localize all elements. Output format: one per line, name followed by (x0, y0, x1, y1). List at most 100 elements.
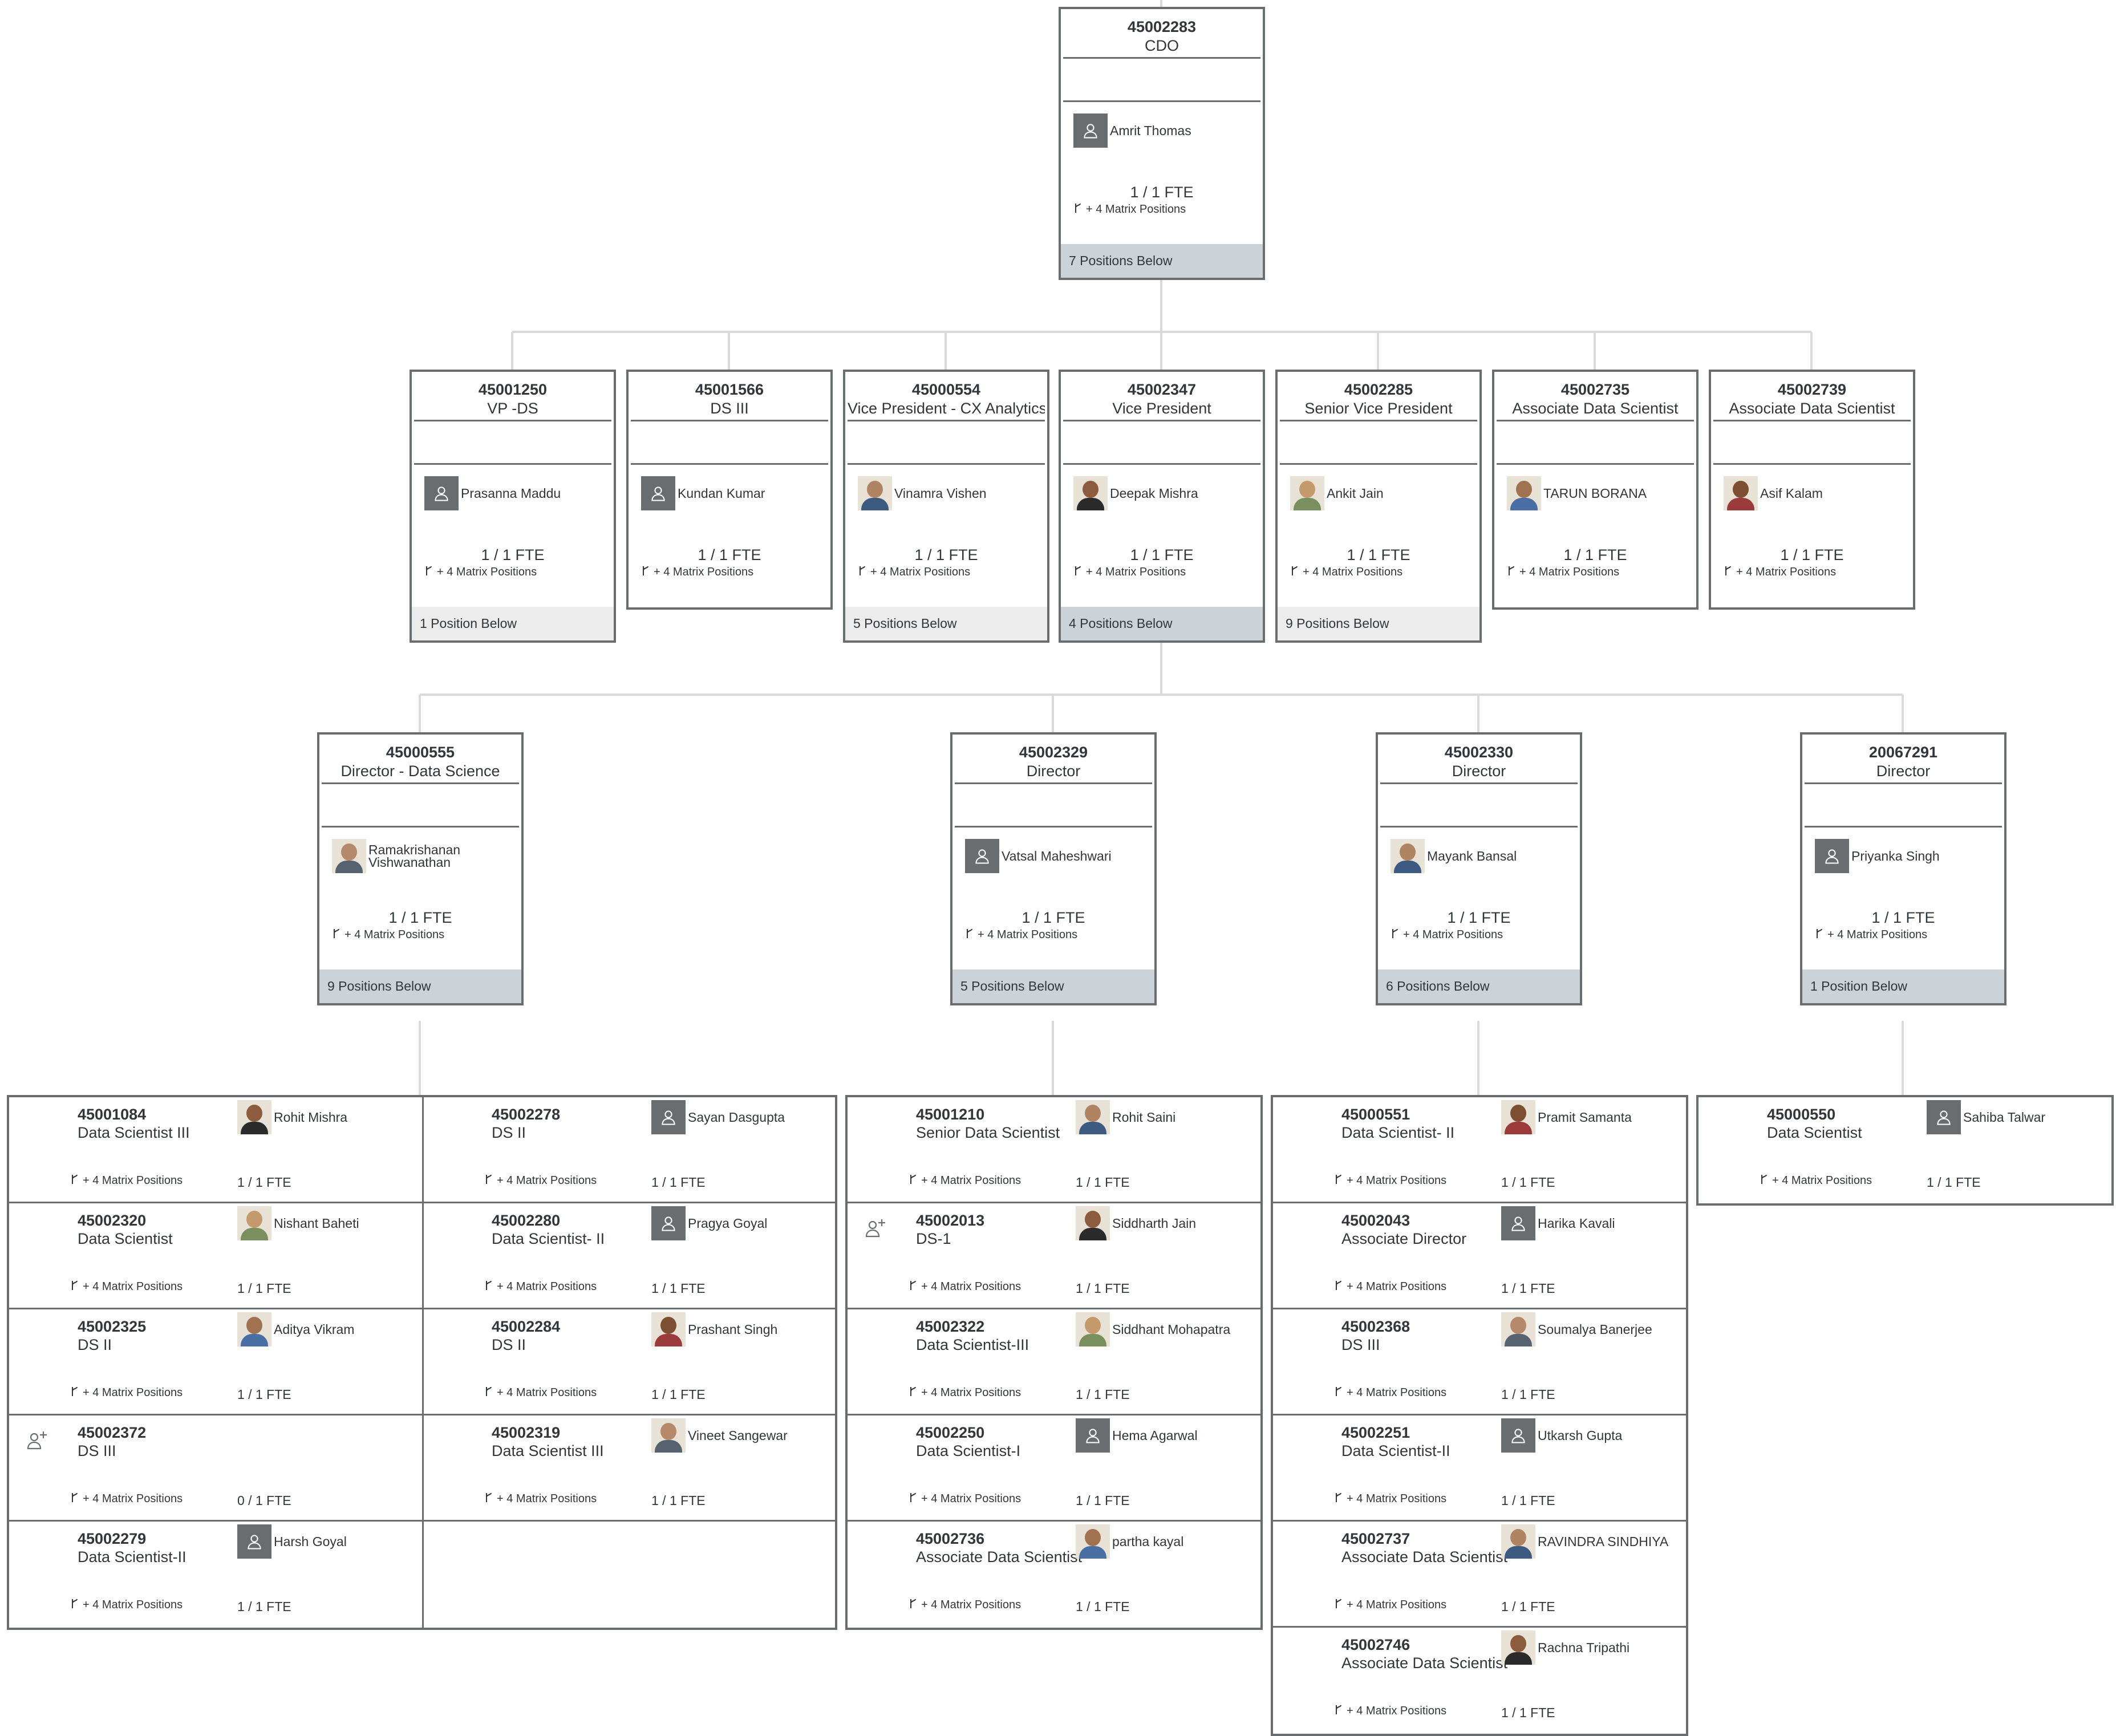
incumbent-name[interactable]: Hema Agarwal (1112, 1428, 1198, 1443)
incumbent[interactable]: Prasanna Maddu (412, 465, 614, 522)
incumbent-name[interactable]: Siddhant Mohapatra (1112, 1322, 1231, 1337)
incumbent[interactable]: Mayank Bansal (1378, 828, 1580, 885)
matrix-positions-link[interactable]: + 4 Matrix Positions (1802, 927, 2004, 942)
matrix-positions-link[interactable]: + 4 Matrix Positions (1334, 1598, 1446, 1612)
matrix-positions-link[interactable]: + 4 Matrix Positions (909, 1492, 1021, 1506)
incumbent-name[interactable]: Aditya Vikram (274, 1322, 355, 1337)
incumbent-name[interactable]: Rachna Tripathi (1538, 1640, 1630, 1655)
incumbent-name[interactable]: RAVINDRA SINDHIYA (1538, 1534, 1669, 1549)
matrix-positions-link[interactable]: + 4 Matrix Positions (1334, 1386, 1446, 1400)
incumbent[interactable]: Deepak Mishra (1061, 465, 1263, 522)
incumbent-name[interactable]: Soumalya Banerjee (1538, 1322, 1652, 1337)
add-person-icon[interactable] (865, 1216, 887, 1239)
incumbent-name[interactable]: Sayan Dasgupta (688, 1110, 785, 1125)
incumbent[interactable]: Priyanka Singh (1802, 828, 2004, 885)
matrix-positions-link[interactable]: + 4 Matrix Positions (1334, 1492, 1446, 1506)
matrix-positions-link[interactable]: + 4 Matrix Positions (909, 1598, 1021, 1612)
incumbent-name[interactable]: Harika Kavali (1538, 1216, 1615, 1231)
matrix-positions-link[interactable]: + 4 Matrix Positions (1278, 565, 1479, 579)
matrix-positions-link[interactable]: + 4 Matrix Positions (319, 927, 521, 942)
matrix-positions-link[interactable]: + 4 Matrix Positions (484, 1492, 597, 1506)
positions-below-button[interactable]: 5 Positions Below (845, 607, 1047, 640)
incumbent-name[interactable]: Prashant Singh (688, 1322, 778, 1337)
add-person-icon[interactable] (26, 1428, 49, 1451)
matrix-positions-link[interactable]: + 4 Matrix Positions (70, 1386, 183, 1400)
positions-below-button[interactable]: 1 Position Below (412, 607, 614, 640)
positions-below-button[interactable]: 6 Positions Below (1378, 970, 1580, 1003)
matrix-positions-link[interactable]: + 4 Matrix Positions (1061, 565, 1263, 579)
incumbent[interactable]: Kundan Kumar (629, 465, 830, 522)
matrix-positions-link[interactable]: + 4 Matrix Positions (909, 1174, 1021, 1187)
matrix-positions-link[interactable]: + 4 Matrix Positions (909, 1280, 1021, 1293)
matrix-positions-link[interactable]: + 4 Matrix Positions (1334, 1280, 1446, 1293)
matrix-positions-link[interactable]: + 4 Matrix Positions (1760, 1174, 1872, 1187)
matrix-positions-link[interactable]: + 4 Matrix Positions (70, 1174, 183, 1187)
positions-below-button[interactable]: 5 Positions Below (952, 970, 1154, 1003)
matrix-positions-link[interactable]: + 4 Matrix Positions (70, 1492, 183, 1506)
positions-below-button[interactable]: 1 Position Below (1802, 970, 2004, 1003)
incumbent-name[interactable]: partha kayal (1112, 1534, 1184, 1549)
matrix-positions-link[interactable]: + 4 Matrix Positions (484, 1280, 597, 1293)
matrix-positions-link[interactable]: + 4 Matrix Positions (70, 1280, 183, 1293)
matrix-positions-link[interactable]: + 4 Matrix Positions (70, 1598, 183, 1612)
matrix-positions-link[interactable]: + 4 Matrix Positions (845, 565, 1047, 579)
positions-below-button[interactable]: 7 Positions Below (1061, 244, 1263, 278)
incumbent[interactable]: Amrit Thomas (1061, 102, 1263, 159)
incumbent[interactable]: Asif Kalam (1711, 465, 1913, 522)
incumbent-name[interactable]: Siddharth Jain (1112, 1216, 1197, 1231)
incumbent[interactable]: TARUN BORANA (1494, 465, 1696, 522)
incumbent-name[interactable]: Rohit Mishra (274, 1110, 348, 1125)
matrix-positions-link[interactable]: + 4 Matrix Positions (484, 1386, 597, 1400)
incumbent[interactable]: Ramakrishanan Vishwanathan (319, 828, 521, 885)
incumbent-name[interactable]: Rohit Saini (1112, 1110, 1176, 1125)
incumbent[interactable]: Ankit Jain (1278, 465, 1479, 522)
matrix-positions-link[interactable]: + 4 Matrix Positions (629, 565, 830, 579)
matrix-positions-link[interactable]: + 4 Matrix Positions (1334, 1704, 1446, 1718)
incumbent[interactable]: Vinamra Vishen (845, 465, 1047, 522)
matrix-positions-link[interactable]: + 4 Matrix Positions (1494, 565, 1696, 579)
incumbent-name[interactable]: Vineet Sangewar (688, 1428, 788, 1443)
incumbent[interactable]: Vatsal Maheshwari (952, 828, 1154, 885)
matrix-positions-link[interactable]: + 4 Matrix Positions (1711, 565, 1913, 579)
matrix-positions-link[interactable]: + 4 Matrix Positions (1334, 1174, 1446, 1187)
matrix-positions-link[interactable]: + 4 Matrix Positions (484, 1174, 597, 1187)
incumbent-name[interactable]: Utkarsh Gupta (1538, 1428, 1623, 1443)
incumbent-name[interactable]: Pramit Samanta (1538, 1110, 1632, 1125)
incumbent-name[interactable]: Sahiba Talwar (1963, 1110, 2046, 1125)
matrix-positions-link[interactable]: + 4 Matrix Positions (909, 1386, 1021, 1400)
positions-below-button[interactable]: 9 Positions Below (319, 970, 521, 1003)
matrix-positions-link[interactable]: + 4 Matrix Positions (952, 927, 1154, 942)
incumbent-name[interactable]: Nishant Baheti (274, 1216, 359, 1231)
incumbent-name[interactable]: Harsh Goyal (274, 1534, 347, 1549)
matrix-positions-link[interactable]: + 4 Matrix Positions (1378, 927, 1580, 942)
